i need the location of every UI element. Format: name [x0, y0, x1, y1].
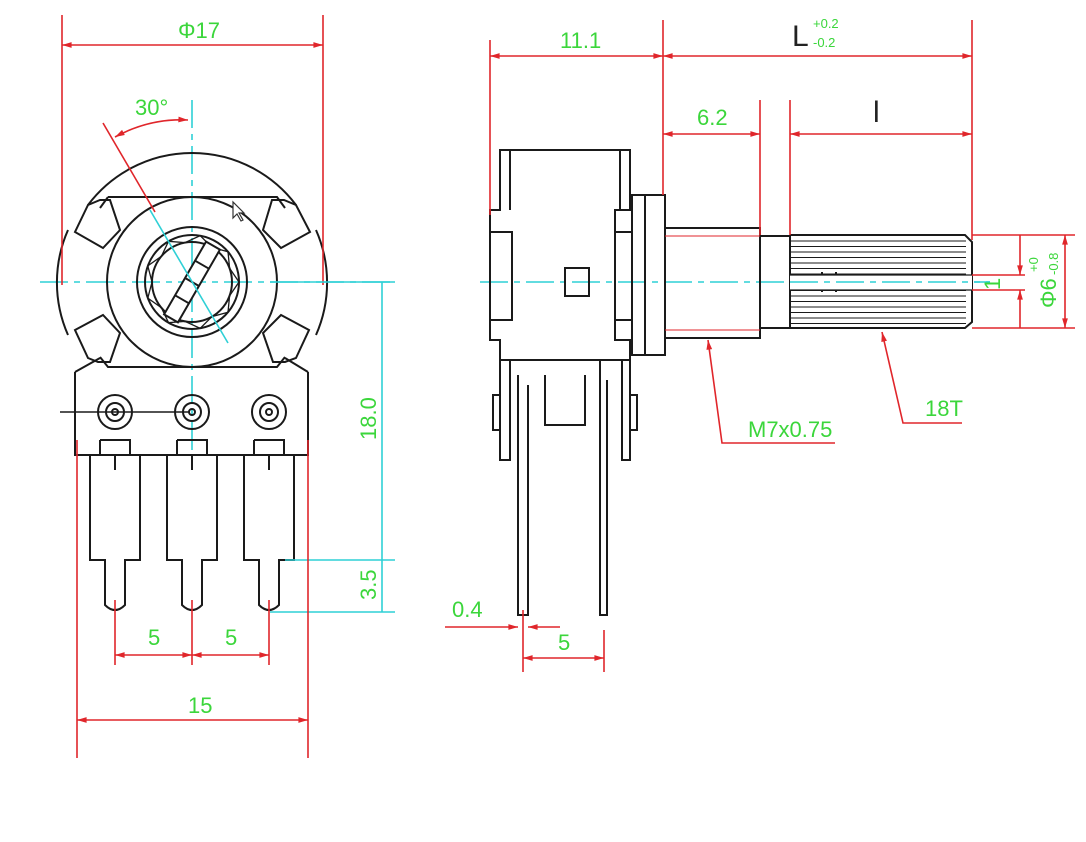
height-label: 18.0	[356, 397, 381, 440]
shaft-tol-plus: +0	[1026, 257, 1041, 272]
body-length-label: 11.1	[560, 28, 601, 53]
slot-width-label: 1	[980, 278, 1005, 290]
mounting-slots	[73, 199, 312, 363]
shaft-tol-minus: -0.8	[1046, 253, 1061, 275]
angle-dimension	[114, 116, 189, 138]
total-tol-minus: -0.2	[813, 35, 835, 50]
pitch-left-label: 5	[148, 625, 160, 650]
knurl-length-label: l	[873, 96, 880, 129]
angle-label: 30°	[135, 95, 168, 120]
outer-housing	[87, 152, 297, 206]
knurl-count-label: 18T	[925, 396, 963, 421]
body-window	[564, 267, 590, 297]
diameter-label: Φ17	[178, 18, 220, 43]
pin-length-label: 3.5	[356, 569, 381, 600]
total-tol-plus: +0.2	[813, 16, 839, 31]
side-view: 11.1 L +0.2 -0.2 6.2 l M7x0.75 18T 1 Φ6 …	[445, 16, 1075, 672]
width-label: 15	[188, 693, 212, 718]
bushing-length-label: 6.2	[697, 105, 728, 130]
terminal	[89, 394, 141, 611]
total-length-label: L	[792, 20, 809, 53]
pin-spacing-label: 5	[558, 630, 570, 655]
mounting-legs	[499, 360, 631, 461]
shaft-diameter-label: Φ6	[1036, 278, 1061, 308]
mouse-cursor-icon	[232, 200, 246, 222]
terminal	[243, 394, 295, 611]
threaded-bushing	[665, 227, 761, 339]
thread-label: M7x0.75	[748, 417, 832, 442]
terminal-pins	[517, 360, 608, 616]
flange	[631, 194, 666, 356]
pitch-right-label: 5	[225, 625, 237, 650]
pin-thickness-label: 0.4	[452, 597, 483, 622]
front-view: 30° Φ17 18.0 3.5 5 5 15	[40, 15, 395, 758]
